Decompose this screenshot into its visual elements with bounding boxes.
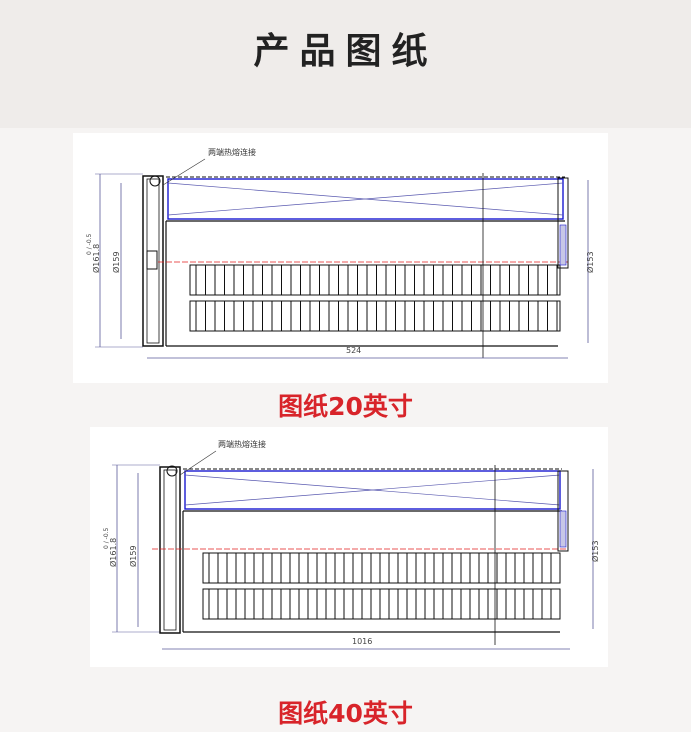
dim-outer-diameter: Ø161.8 <box>91 244 101 273</box>
drawing-20in-svg: Ø161.8 0 / -0.5 Ø159 Ø153 <box>86 147 595 359</box>
page-title: 产品图纸 <box>253 31 438 72</box>
dim-right-diameter: Ø153 <box>590 540 600 562</box>
dim-outer-diameter: Ø161.8 <box>108 538 118 567</box>
caption-20in: 图纸20英寸 <box>278 392 413 421</box>
drawing-panel-40in: Ø161.8 0 / -0.5 Ø159 Ø153 1016 两端热熔连接 <box>90 427 608 667</box>
dim-right-diameter: Ø153 <box>585 251 595 273</box>
drawing-40in-svg: Ø161.8 0 / -0.5 Ø159 Ø153 1016 两端热熔连接 <box>103 439 600 650</box>
caption-40in: 图纸40英寸 <box>278 699 413 728</box>
dim-inner-diameter: Ø159 <box>128 545 138 567</box>
header-band <box>0 0 691 128</box>
drawing-panel-20in: Ø161.8 0 / -0.5 Ø159 Ø153 <box>73 133 608 383</box>
dim-length: 1016 <box>352 637 372 646</box>
drawing-note: 两端热熔连接 <box>218 439 266 449</box>
dim-outer-tolerance: 0 / -0.5 <box>86 233 93 255</box>
dim-length: 524 <box>346 346 361 355</box>
drawing-note: 两端热熔连接 <box>208 147 256 157</box>
dim-outer-tolerance: 0 / -0.5 <box>103 527 110 549</box>
dim-inner-diameter: Ø159 <box>111 251 121 273</box>
